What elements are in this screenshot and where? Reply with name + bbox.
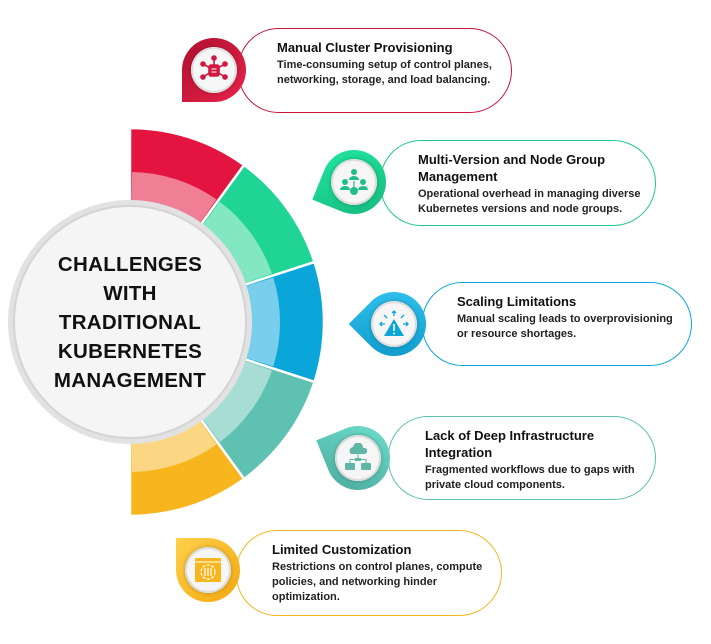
card-title: Lack of Deep Infrastructure Integration	[425, 428, 595, 460]
user-group-icon	[312, 140, 396, 224]
network-hub-icon	[182, 38, 246, 102]
challenge-card-infrastructure: Lack of Deep Infrastructure Integration …	[388, 416, 656, 500]
card-description: Fragmented workflows due to gaps with pr…	[425, 464, 635, 491]
card-title: Scaling Limitations	[457, 294, 577, 309]
settings-window-icon	[176, 538, 240, 602]
card-description: Manual scaling leads to overprovisioning…	[457, 313, 673, 340]
challenge-card-scaling: Scaling Limitations Manual scaling leads…	[422, 282, 692, 366]
center-title: CHALLENGES WITH TRADITIONAL KUBERNETES M…	[10, 202, 250, 442]
card-description: Time-consuming setup of control planes, …	[277, 59, 492, 86]
center-title-line: CHALLENGES	[57, 252, 203, 276]
card-description: Restrictions on control planes, compute …	[272, 561, 483, 603]
arc-segment-highlight	[242, 277, 280, 367]
center-title-line: TRADITIONAL	[58, 310, 202, 334]
challenge-card-customization: Limited Customization Restrictions on co…	[236, 530, 502, 616]
center-title-line: WITH	[103, 281, 157, 305]
card-title: Limited Customization	[272, 542, 412, 557]
challenge-card-manual-provisioning: Manual Cluster Provisioning Time-consumi…	[238, 28, 512, 113]
arc-segment-highlight	[200, 201, 272, 284]
challenge-card-multi-version: Multi-Version and Node Group Management …	[380, 140, 656, 226]
arc-segment-highlight	[131, 172, 217, 226]
arc-segment-highlight	[200, 360, 272, 443]
card-title: Manual Cluster Provisioning	[277, 40, 453, 55]
center-circle	[13, 205, 247, 439]
card-title: Multi-Version and Node Group Management	[418, 152, 606, 184]
warning-scale-icon	[348, 278, 440, 370]
cloud-infrastructure-icon	[316, 416, 400, 500]
center-title-line: KUBERNETES	[57, 339, 203, 363]
arc-segment-highlight	[131, 418, 217, 472]
card-description: Operational overhead in managing diverse…	[418, 188, 641, 215]
center-title-line: MANAGEMENT	[53, 368, 207, 392]
